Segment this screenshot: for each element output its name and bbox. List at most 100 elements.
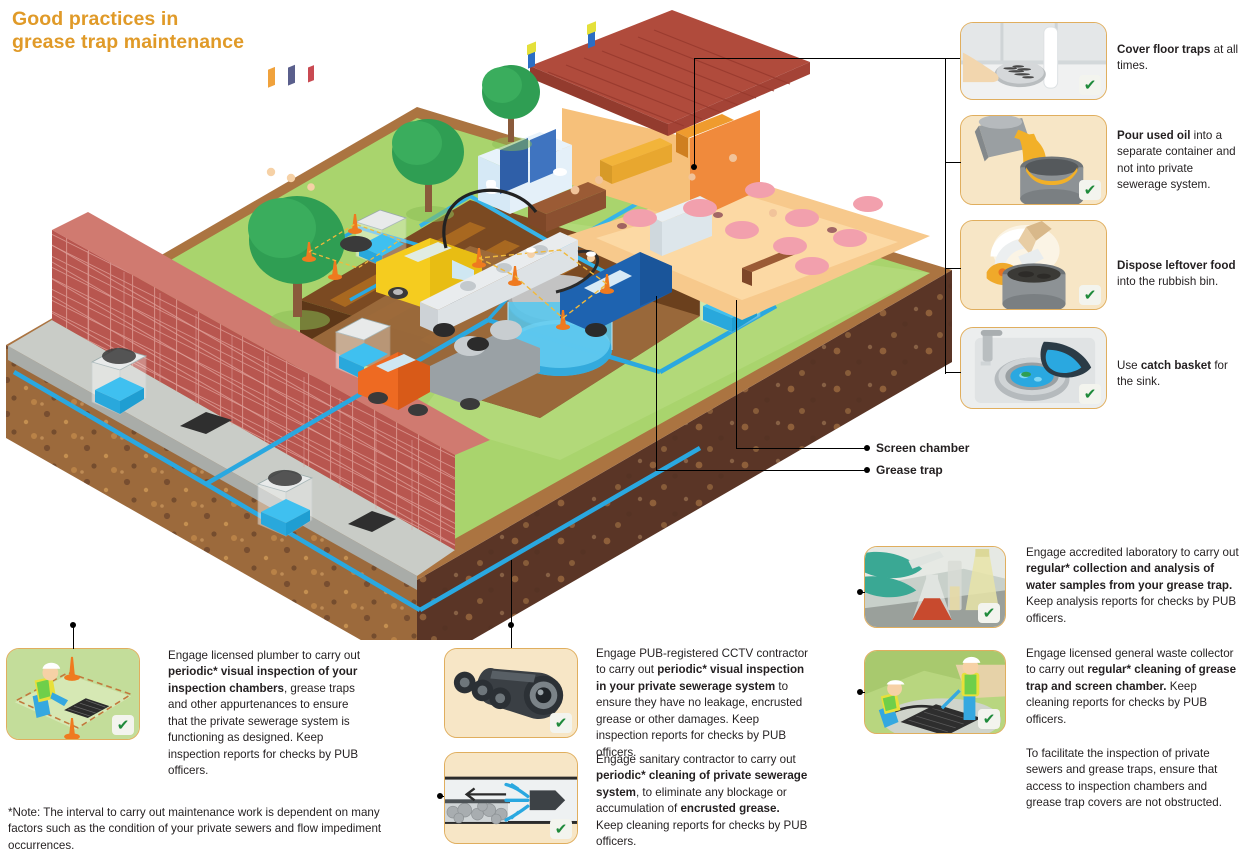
paragraph-cctv-contractor: Engage PUB-registered CCTV contractor to… [596, 646, 808, 761]
isometric-scene [6, 10, 952, 640]
connector-lab-h [860, 592, 865, 594]
connector-oil-h [945, 162, 961, 164]
paragraph-sanitary-contractor: Engage sanitary contractor to carry out … [596, 752, 808, 851]
sink-catch-basket-icon [961, 328, 1106, 408]
card-cover-floor-traps[interactable]: ✔ [960, 22, 1107, 100]
legend-dot-screen-chamber [864, 445, 870, 451]
card-licensed-plumber[interactable]: ✔ [6, 648, 140, 740]
connector-scene-cctv-v [511, 560, 513, 626]
card-pour-used-oil[interactable]: ✔ [960, 115, 1107, 205]
tick-badge-2: ✔ [1079, 180, 1101, 200]
card-cctv-contractor[interactable]: ✔ [444, 648, 578, 738]
tick-badge-1: ✔ [1079, 75, 1101, 95]
connector-spine-v [945, 58, 947, 374]
tick-badge-cctv: ✔ [550, 713, 572, 733]
toilet-block [478, 129, 572, 214]
waste-run-1: regular* cleaning of grease trap and scr… [1026, 663, 1237, 693]
food-scraping-bin-icon [961, 221, 1106, 309]
legend-label-grease-trap: Grease trap [876, 463, 943, 477]
legend-dot-grease-trap [864, 467, 870, 473]
cctv-run-2: to ensure they have no leakage, encruste… [596, 679, 803, 759]
paragraph-footnote: *Note: The interval to carry out mainten… [8, 806, 382, 852]
paragraph-licensed-plumber: Engage licensed plumber to carry out per… [168, 648, 368, 780]
callout-bold-4: catch basket [1140, 359, 1212, 372]
callout-rest-2: into a separate container and not into p… [1117, 129, 1236, 192]
sanitary-run-3: encrusted grease. [680, 802, 780, 816]
connector-food-h [945, 268, 961, 270]
tick-badge-sanitary: ✔ [550, 819, 572, 839]
callout-prefix-4: Use [1117, 359, 1141, 372]
lawn-people [266, 64, 315, 191]
card-general-waste-collector[interactable]: ✔ [864, 650, 1006, 734]
inspection-chamber-a [90, 347, 148, 415]
paragraph-accredited-laboratory: Engage accredited laboratory to carry ou… [1026, 545, 1240, 627]
tick-badge-4: ✔ [1079, 384, 1101, 404]
cctv-run-0: Engage PUB-registered CCTV contractor to… [596, 647, 808, 677]
callout-rest-4: for the sink. [1117, 359, 1228, 389]
inspection-chamber-b [256, 469, 314, 537]
legend-line-grease-h [656, 470, 866, 472]
inspection-chamber-d [354, 209, 408, 267]
lab-run-2: Keep analysis reports for checks by PUB … [1026, 595, 1237, 625]
plumber-run-2: , grease traps and other appurtenances t… [168, 681, 359, 778]
card-accredited-laboratory[interactable]: ✔ [864, 546, 1006, 628]
connector-dot-plumber [70, 622, 76, 628]
tick-badge-plumber: ✔ [112, 715, 134, 735]
blue-tanker-truck [420, 232, 672, 351]
restaurant-building [528, 10, 930, 320]
connector-cover-traps-h [694, 58, 960, 60]
cctv-run-1: periodic* visual inspection in your priv… [596, 663, 805, 693]
plumber-run-0: Engage licensed plumber to carry out [168, 649, 361, 662]
workers-cleaning-trap-icon [865, 651, 1005, 733]
callout-text-cover-floor-traps: Cover floor traps at all times. [1117, 42, 1241, 75]
paragraph-general-waste-collector: Engage licensed general waste collector … [1026, 646, 1240, 728]
callout-text-dispose-leftover-food: Dispose leftover food into the rubbish b… [1117, 258, 1241, 291]
worker-inspecting-chamber-icon [7, 649, 139, 739]
legend-line-screen-h [736, 448, 866, 450]
connector-dot-cover-traps [691, 164, 697, 170]
title-line-2: grease trap maintenance [12, 30, 245, 53]
legend-line-grease-v [656, 296, 658, 470]
title-line-1: Good practices in [12, 8, 179, 30]
tick-badge-3: ✔ [1079, 285, 1101, 305]
tick-badge-lab: ✔ [978, 603, 1000, 623]
lab-run-0: Engage accredited laboratory to carry ou… [1026, 546, 1239, 559]
connector-waste-h [860, 692, 865, 694]
card-dispose-leftover-food[interactable]: ✔ [960, 220, 1107, 310]
lab-water-sample-icon [865, 547, 1005, 627]
connector-cctv-v [511, 626, 513, 648]
lab-run-1: regular* collection and analysis of wate… [1026, 562, 1233, 592]
callout-text-use-catch-basket: Use catch basket for the sink. [1117, 358, 1241, 391]
connector-cover-traps-v [694, 58, 696, 168]
callout-bold-3: Dispose leftover food [1117, 259, 1236, 272]
paragraph-facilitate-access: To facilitate the inspection of private … [1026, 747, 1222, 810]
tick-badge-waste: ✔ [978, 709, 1000, 729]
trees [248, 65, 540, 330]
plumber-run-1: periodic* visual inspection of your insp… [168, 665, 358, 695]
sanitary-run-2: , to eliminate any blockage or accumulat… [596, 785, 787, 816]
card-use-catch-basket[interactable]: ✔ [960, 327, 1107, 409]
waste-run-2: Keep cleaning reports for checks by PUB … [1026, 679, 1208, 726]
callout-bold-2: Pour used oil [1117, 129, 1191, 142]
page-title: Good practices in grease trap maintenanc… [12, 8, 244, 53]
connector-sanitary-h [440, 796, 444, 798]
connector-plumber-v [73, 625, 75, 649]
diners [570, 154, 777, 217]
workers-and-cones [472, 21, 614, 330]
waste-run-0: Engage licensed general waste collector … [1026, 647, 1234, 677]
path-covers [180, 412, 396, 532]
callout-rest-3: into the rubbish bin. [1117, 275, 1219, 289]
legend-line-screen-v [736, 300, 738, 448]
callout-text-pour-used-oil: Pour used oil into a separate container … [1117, 128, 1241, 194]
sanitary-run-0: Engage sanitary contractor to carry out [596, 753, 796, 766]
left-worker-group [302, 214, 402, 280]
card-sanitary-contractor[interactable]: ✔ [444, 752, 578, 844]
inspection-chamber-c [334, 317, 392, 381]
callout-rest-1: at all times. [1117, 43, 1239, 73]
connector-basket-h [945, 372, 961, 374]
sanitary-run-1: periodic* cleaning of private sewerage s… [596, 769, 808, 799]
floor-trap-cover-icon [961, 23, 1106, 99]
callout-bold-1: Cover floor traps [1117, 43, 1211, 56]
sanitary-run-4: Keep cleaning reports for checks by PUB … [596, 818, 808, 849]
